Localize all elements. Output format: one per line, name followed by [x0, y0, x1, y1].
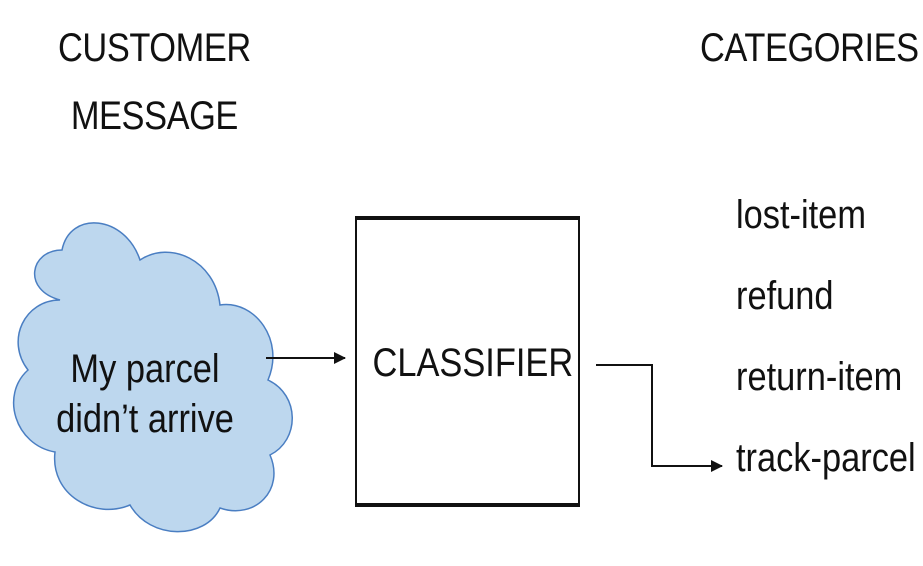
category-refund: refund: [736, 274, 834, 318]
heading-customer: CUSTOMER: [58, 26, 251, 70]
categories-heading: CATEGORIES: [700, 26, 919, 70]
message-line-1: My parcel: [70, 347, 220, 391]
category-lost-item: lost-item: [736, 193, 866, 237]
customer-message-heading: CUSTOMER MESSAGE: [58, 14, 251, 150]
cloud-shape: [12, 222, 293, 533]
classifier-label: CLASSIFIER: [372, 341, 574, 385]
category-list: lost-item refund return-item track-parce…: [736, 190, 923, 514]
category-return-item: return-item: [736, 355, 903, 399]
classifier-box: CLASSIFIER: [355, 216, 580, 507]
message-line-2: didn’t arrive: [56, 397, 234, 441]
customer-message-text: My parcel didn’t arrive: [46, 344, 244, 444]
heading-message: MESSAGE: [70, 94, 239, 138]
arrow-right-icon: [596, 364, 723, 472]
category-track-parcel: track-parcel: [736, 436, 916, 480]
